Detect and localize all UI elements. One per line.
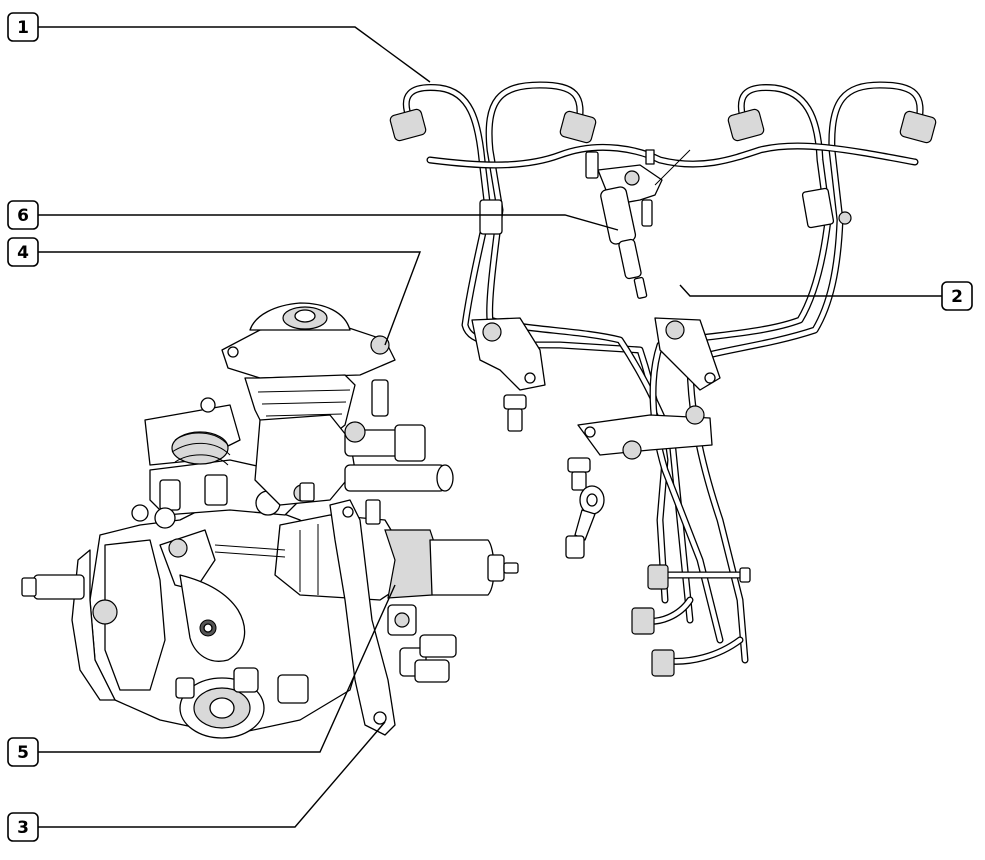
callout-label: 6: [17, 206, 29, 226]
pipe-clip-upper-left: [479, 199, 503, 235]
pipe-clip-upper-right: [801, 187, 852, 229]
pipe-nut-1: [389, 108, 427, 142]
callout-5: 5: [7, 737, 39, 767]
pipe-nut-2: [559, 110, 597, 144]
leader-5: [38, 584, 396, 753]
injector-nozzle: [585, 149, 691, 299]
banjo-fitting: [565, 485, 605, 559]
callout-label: 5: [17, 743, 29, 763]
bolt-loose-1: [503, 394, 527, 432]
callout-label: 2: [951, 287, 963, 307]
pipe-clamp-center: [577, 405, 713, 460]
callout-1: 1: [7, 12, 39, 42]
pipe-clamp-left: [471, 317, 546, 391]
callout-4: 4: [7, 237, 39, 267]
bolt-loose-2: [567, 457, 591, 491]
injection-pipes-assembly: [389, 81, 937, 677]
callout-6: 6: [7, 200, 39, 230]
stop-solenoid: [175, 677, 265, 739]
leader-3: [38, 721, 386, 828]
callout-2: 2: [941, 281, 973, 311]
pipe-nut-3: [727, 108, 765, 142]
timing-device: [274, 514, 519, 601]
pipe-nut-4: [899, 110, 937, 144]
leader-4: [38, 251, 422, 346]
leader-2: [679, 284, 942, 297]
leader-6: [38, 214, 619, 231]
pipe-fitting-lower-4: [739, 567, 751, 583]
callout-label: 1: [17, 18, 29, 38]
pipe-fitting-lower-3: [651, 649, 675, 677]
pipe-fitting-lower-2: [631, 607, 655, 635]
callout-label: 4: [17, 243, 29, 263]
leader-1: [38, 26, 431, 83]
pipe-fitting-lower-1: [647, 564, 669, 590]
injection-pump-assembly: [21, 302, 519, 739]
callout-label: 3: [17, 818, 29, 838]
mounting-bracket: [329, 499, 457, 736]
callout-3: 3: [7, 812, 39, 842]
pipe-clamp-right: [654, 317, 721, 391]
leader-lines: [38, 26, 942, 828]
